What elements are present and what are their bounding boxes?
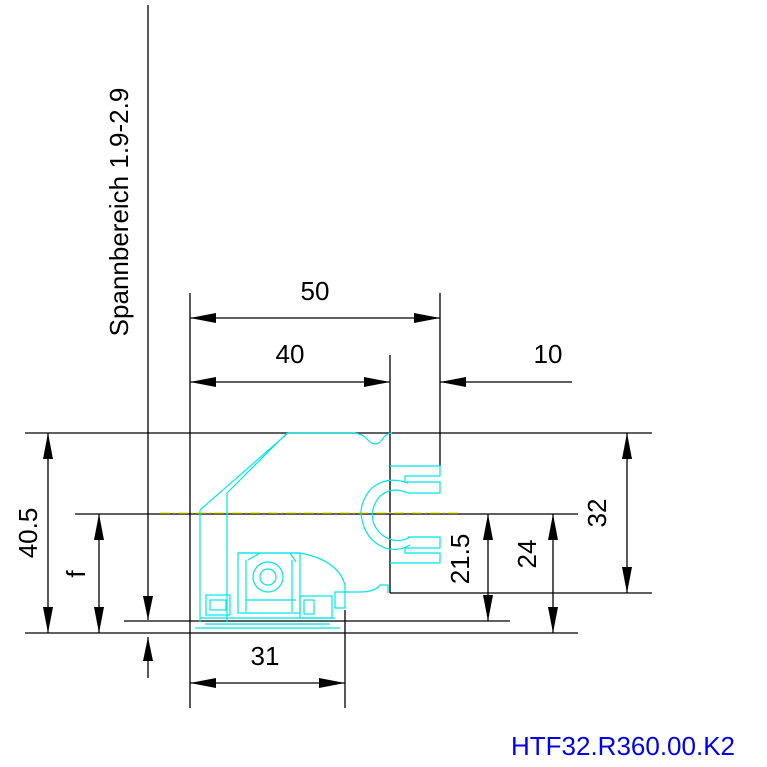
arrowhead [483, 514, 493, 540]
arrowhead [319, 678, 345, 688]
arrowhead [548, 514, 558, 540]
label-31: 31 [251, 641, 280, 671]
arrowheads [43, 313, 632, 688]
arrowhead [190, 377, 216, 387]
dimension-labels: 50 40 10 31 40.5 f 32 21.5 24 Spannberei… [13, 88, 612, 671]
clamp-block-inner [245, 552, 297, 612]
arrowhead [364, 377, 390, 387]
arrowhead [94, 607, 104, 633]
label-40: 40 [276, 339, 305, 369]
part-code: HTF32.R360.00.K2 [511, 731, 735, 761]
body-bracket [238, 552, 389, 609]
arrowhead [43, 607, 53, 633]
spring-clip [360, 479, 411, 551]
body-outline [199, 432, 393, 622]
screw-outer [252, 561, 284, 593]
label-32: 32 [582, 499, 612, 528]
arrowhead [414, 313, 440, 323]
arrowhead [43, 433, 53, 459]
base-plate-right-inner [303, 599, 315, 615]
arrowhead [190, 678, 216, 688]
arrowhead [622, 433, 632, 459]
dimension-lines [25, 5, 652, 708]
label-24: 24 [512, 540, 542, 569]
label-10: 10 [534, 339, 563, 369]
base-plate-right [299, 595, 333, 619]
arrowhead [143, 637, 153, 661]
screw-inner [259, 568, 277, 586]
label-40-5: 40.5 [13, 508, 43, 559]
arrowhead [622, 567, 632, 593]
clip-prong-top [390, 465, 441, 494]
base-plate-left-inner [209, 599, 227, 611]
clamp-block [237, 552, 301, 614]
arrowhead [548, 607, 558, 633]
part-outline [195, 432, 441, 629]
arrowhead [143, 596, 153, 620]
arrowhead [483, 595, 493, 621]
arrowhead [440, 377, 466, 387]
label-clamping-range: Spannbereich 1.9-2.9 [104, 88, 134, 337]
label-f: f [61, 570, 91, 578]
label-21-5: 21.5 [445, 534, 475, 585]
clip-prong-bottom [390, 536, 441, 564]
label-50: 50 [301, 276, 330, 306]
arrowhead [94, 514, 104, 540]
arrowhead [190, 313, 216, 323]
base-plate-left [205, 594, 231, 616]
